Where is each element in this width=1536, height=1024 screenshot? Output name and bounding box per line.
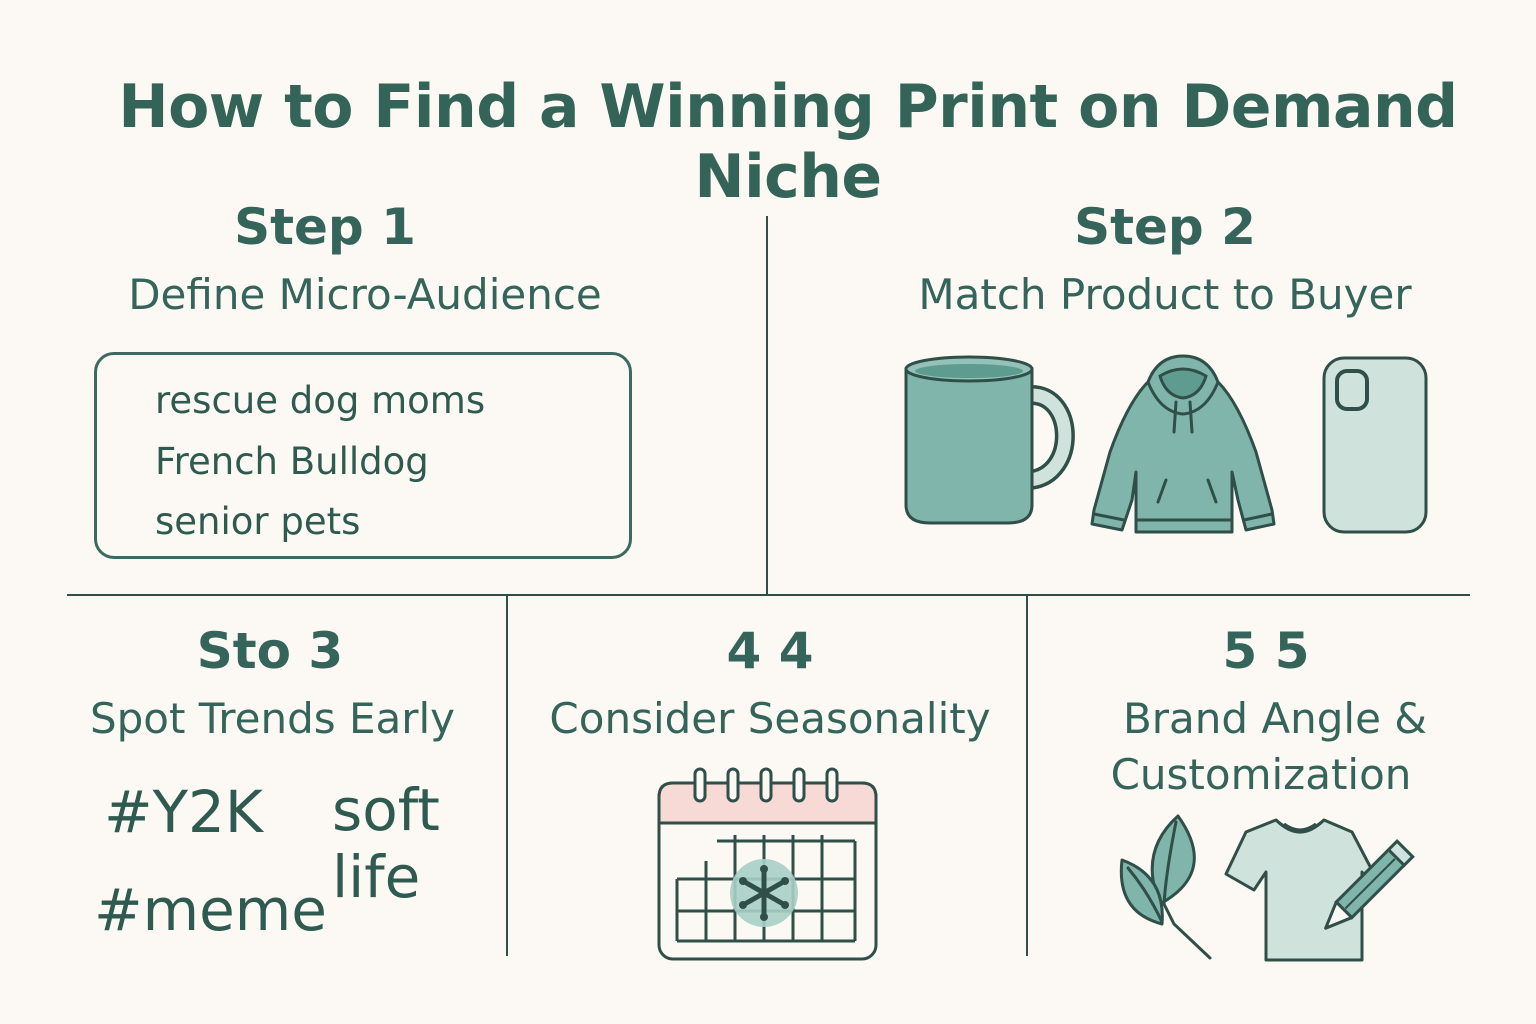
calendar-icon xyxy=(655,765,880,963)
trend-tag-life: life xyxy=(332,843,421,911)
audience-list-box: rescue dog moms French Bulldog senior pe… xyxy=(94,352,632,559)
trend-tag-soft: soft xyxy=(332,776,440,844)
step-3-number: Sto 3 xyxy=(196,622,344,680)
step-5-heading-line1: Brand Angle & xyxy=(1122,694,1428,743)
phone-case-icon xyxy=(1320,355,1430,535)
step-5-heading-line2: Customization xyxy=(1110,750,1412,799)
step-3-heading: Spot Trends Early xyxy=(89,694,456,743)
pencil-icon xyxy=(1306,836,1416,944)
audience-item: senior pets xyxy=(155,500,361,543)
vertical-divider-top xyxy=(766,216,768,594)
trend-tag-y2k: #Y2K xyxy=(104,778,263,846)
hoodie-icon xyxy=(1088,352,1278,537)
step-1-heading: Define Micro-Audience xyxy=(128,270,602,319)
vertical-divider-bottom-right xyxy=(1026,596,1028,956)
page-title: How to Find a Winning Print on Demand Ni… xyxy=(118,72,1458,212)
step-4-heading: Consider Seasonality xyxy=(549,694,991,743)
mug-icon xyxy=(900,355,1080,527)
snowflake-icon xyxy=(730,859,798,927)
step-2-heading: Match Product to Buyer xyxy=(918,270,1412,319)
vertical-divider-bottom-left xyxy=(506,596,508,956)
step-5-number: 5 5 xyxy=(1222,622,1310,680)
trend-tag-meme: #meme xyxy=(94,876,327,944)
horizontal-divider xyxy=(67,594,1470,596)
audience-item: rescue dog moms xyxy=(155,379,486,422)
audience-item: French Bulldog xyxy=(155,440,429,483)
step-2-number: Step 2 xyxy=(1074,198,1256,256)
leaf-icon xyxy=(1118,812,1218,962)
step-1-number: Step 1 xyxy=(234,198,416,256)
step-4-number: 4 4 xyxy=(726,622,814,680)
